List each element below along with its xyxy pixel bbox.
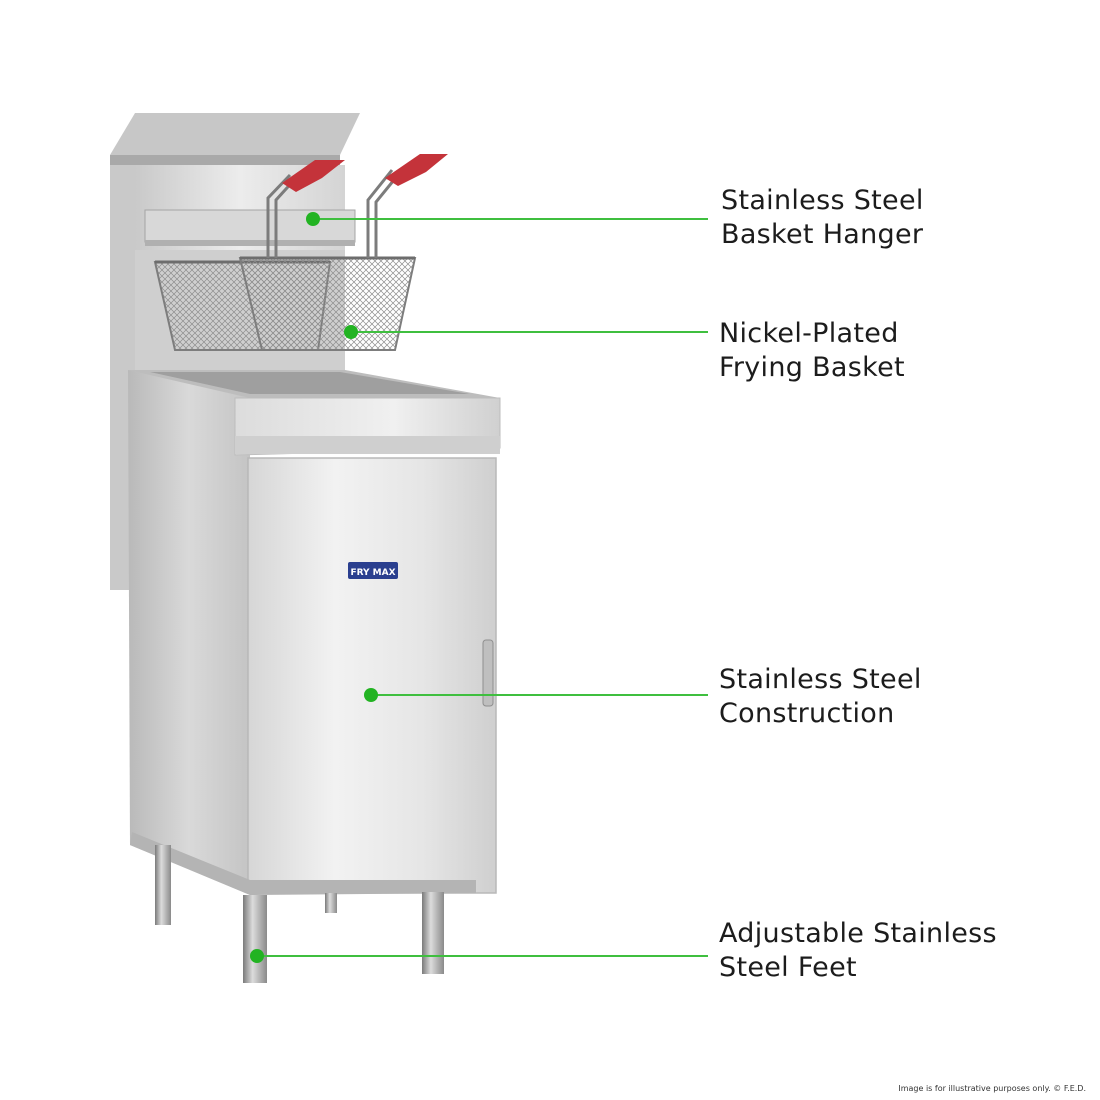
fry-pot <box>128 370 500 398</box>
callout-line: Steel Feet <box>719 952 857 983</box>
disclaimer-text: Image is for illustrative purposes only.… <box>898 1084 1086 1093</box>
callout-line: Stainless Steel <box>719 664 922 695</box>
door-handle <box>482 639 494 707</box>
callout-label-basket-hanger: Stainless Steel Basket Hanger <box>721 184 924 252</box>
callout-line: Stainless Steel <box>721 185 924 216</box>
callout-line: Frying Basket <box>719 352 905 383</box>
callout-label-frying-basket: Nickel-Plated Frying Basket <box>719 317 905 385</box>
cabinet-side <box>128 370 250 895</box>
adjustable-feet <box>155 845 444 983</box>
brand-badge: FRY MAX <box>348 562 398 579</box>
front-shelf <box>234 397 501 456</box>
callout-line: Construction <box>719 698 895 729</box>
callout-line: Adjustable Stainless <box>719 918 997 949</box>
brand-badge-text: FRY MAX <box>350 568 395 578</box>
callout-feet-pointer <box>250 949 708 963</box>
callout-line: Basket Hanger <box>721 219 924 250</box>
basket-hanger <box>144 209 356 246</box>
frying-baskets <box>153 169 417 351</box>
callout-label-construction: Stainless Steel Construction <box>719 663 922 731</box>
callout-hanger-pointer <box>306 212 708 226</box>
cabinet-base <box>130 832 476 895</box>
callout-line: Nickel-Plated <box>719 318 899 349</box>
callout-construction-pointer <box>364 688 708 702</box>
basket-handles <box>282 154 448 192</box>
callout-basket-pointer <box>344 325 708 339</box>
callout-label-feet: Adjustable Stainless Steel Feet <box>719 917 997 985</box>
cabinet-door <box>247 457 497 894</box>
